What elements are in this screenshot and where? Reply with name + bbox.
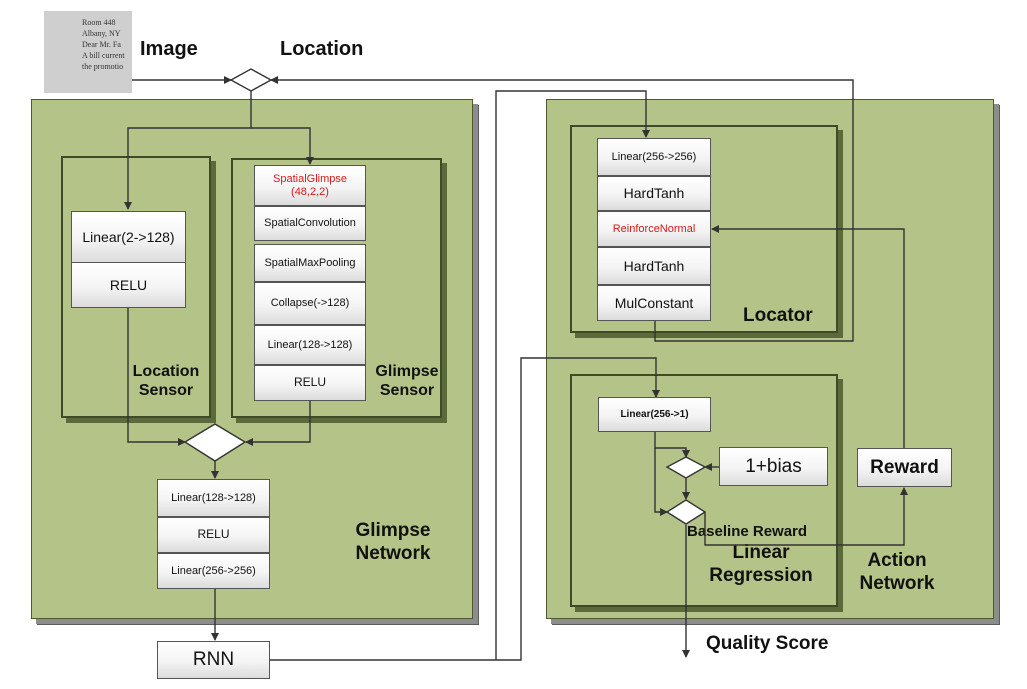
merge-relu-layer: RELU bbox=[157, 517, 270, 553]
doc-line: Room 448 bbox=[82, 18, 116, 27]
top-merge-diamond bbox=[229, 68, 273, 92]
reward-block: Reward bbox=[857, 448, 952, 487]
mulconstant-layer: MulConstant bbox=[597, 285, 711, 321]
location-sensor-title: Location Sensor bbox=[126, 362, 206, 400]
glimpse-sensor-title-line1: Glimpse bbox=[375, 363, 439, 380]
linear-regression-title-line2: Regression bbox=[709, 564, 813, 586]
glimpse-linear-layer: Linear(128->128) bbox=[254, 325, 366, 365]
locator-hardtanh-layer-2: HardTanh bbox=[597, 247, 711, 285]
location-sensor-title-line2: Sensor bbox=[138, 382, 194, 400]
glimpse-network-title-line2: Network bbox=[355, 542, 431, 564]
quality-score-label: Quality Score bbox=[706, 633, 829, 654]
doc-line: A bill current bbox=[82, 51, 125, 60]
glimpse-sensor-title: Glimpse Sensor bbox=[370, 362, 444, 400]
bias-block: 1+bias bbox=[719, 447, 828, 486]
spatial-convolution-layer: SpatialConvolution bbox=[254, 206, 366, 241]
linear-regression-title-line1: Linear bbox=[732, 542, 790, 563]
doc-line: the promotio bbox=[82, 62, 124, 71]
location-sensor-title-line1: Location bbox=[132, 363, 200, 380]
glimpse-sensor-title-line2: Sensor bbox=[379, 382, 435, 400]
locator-hardtanh-layer-1: HardTanh bbox=[597, 176, 711, 211]
regression-linear-layer: Linear(256->1) bbox=[598, 397, 711, 432]
reinforce-normal-layer: ReinforceNormal bbox=[597, 211, 711, 247]
action-network-title-line1: Action bbox=[867, 550, 927, 571]
collapse-layer: Collapse(->128) bbox=[254, 282, 366, 325]
spatial-glimpse-layer: SpatialGlimpse (48,2,2) bbox=[254, 165, 366, 206]
image-label: Image bbox=[140, 38, 198, 60]
locator-linear-layer: Linear(256->256) bbox=[597, 138, 711, 176]
doc-line: Dear Mr. Fa bbox=[82, 40, 121, 49]
merge-linear-256-layer: Linear(256->256) bbox=[157, 553, 270, 589]
input-image-thumbnail: Room 448 Albany, NY Dear Mr. Fa A bill c… bbox=[44, 11, 132, 93]
baseline-reward-label: Baseline Reward bbox=[687, 523, 808, 540]
linear-regression-title: Linear Regression bbox=[696, 542, 826, 588]
merge-linear-128-layer: Linear(128->128) bbox=[157, 479, 270, 517]
action-network-title-line2: Network bbox=[859, 572, 935, 594]
location-label: Location bbox=[280, 38, 364, 60]
glimpse-network-title: Glimpse Network bbox=[338, 520, 448, 566]
spatial-maxpooling-layer: SpatialMaxPooling bbox=[254, 244, 366, 282]
location-relu-layer: RELU bbox=[71, 262, 186, 308]
glimpse-network-title-line1: Glimpse bbox=[355, 520, 431, 541]
rnn-block: RNN bbox=[157, 641, 270, 679]
doc-line: Albany, NY bbox=[82, 29, 121, 38]
action-network-title: Action Network bbox=[842, 550, 952, 596]
location-linear-layer: Linear(2->128) bbox=[71, 211, 186, 263]
locator-title: Locator bbox=[743, 305, 813, 326]
glimpse-relu-layer: RELU bbox=[254, 365, 366, 401]
